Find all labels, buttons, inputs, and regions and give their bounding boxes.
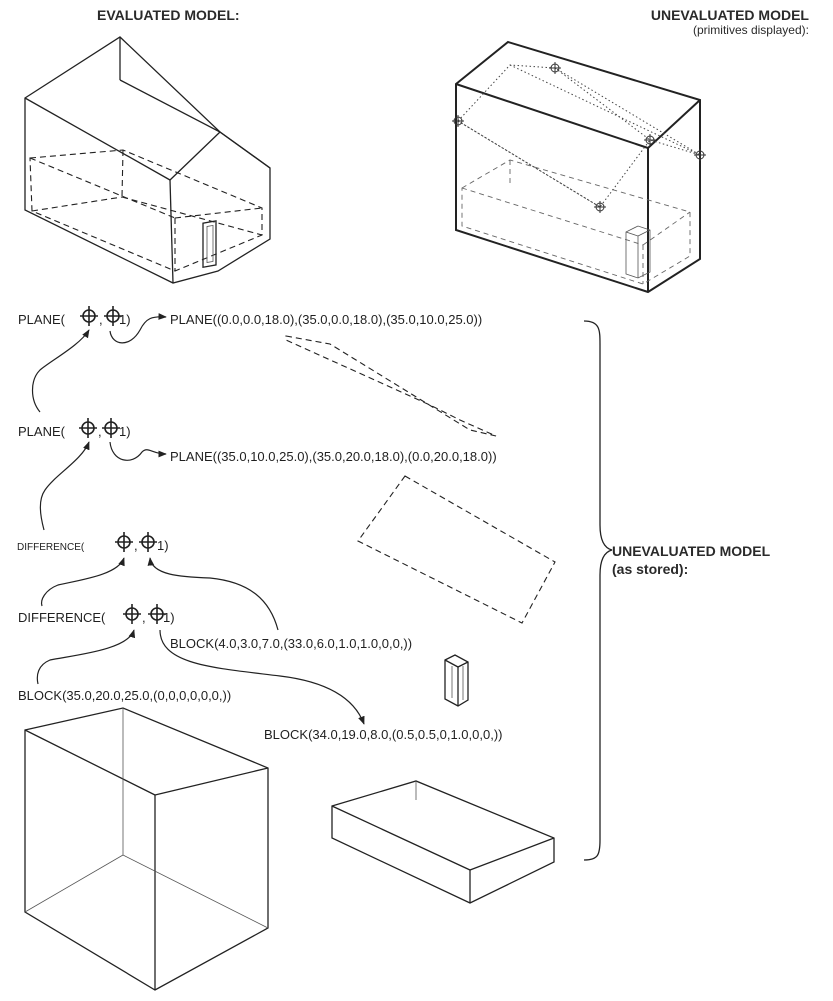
tree-node-difference-2: DIFFERENCE( , 1) bbox=[18, 603, 175, 625]
crosshair-icon bbox=[693, 148, 707, 162]
crosshair-icon bbox=[593, 200, 607, 214]
tree-node-difference-1: DIFFERENCE( , 1) bbox=[17, 531, 169, 553]
evaluated-house-model bbox=[24, 36, 271, 284]
svg-text:1): 1) bbox=[163, 610, 175, 625]
unevaluated-model-subheading: (primitives displayed): bbox=[693, 23, 809, 37]
crosshair-icon bbox=[451, 114, 465, 128]
crosshair-icon bbox=[643, 133, 657, 147]
stored-model-bracket bbox=[583, 320, 613, 861]
crosshair-icon bbox=[548, 61, 562, 75]
stored-model-heading: UNEVALUATED MODEL bbox=[612, 543, 771, 559]
tree-node-plane-2: PLANE( , 1) bbox=[18, 417, 131, 439]
crosshair-icon bbox=[79, 305, 99, 327]
door-block-primitive bbox=[444, 654, 469, 707]
plane-1-definition: PLANE((0.0,0.0,18.0),(35.0,0.0,18.0),(35… bbox=[170, 312, 482, 327]
unevaluated-model-heading: UNEVALUATED MODEL bbox=[651, 7, 810, 23]
svg-text:1): 1) bbox=[119, 424, 131, 439]
unevaluated-primitives-model bbox=[451, 40, 707, 294]
crosshair-icon bbox=[78, 417, 98, 439]
svg-text:PLANE(: PLANE( bbox=[18, 312, 66, 327]
tree-arrows bbox=[31, 313, 365, 725]
svg-text:1): 1) bbox=[157, 538, 169, 553]
stored-model-subheading: (as stored): bbox=[612, 561, 688, 577]
crosshair-icon bbox=[101, 417, 121, 439]
crosshair-icon bbox=[138, 531, 158, 553]
plane-2-definition: PLANE((35.0,10.0,25.0),(35.0,20.0,18.0),… bbox=[170, 449, 497, 464]
svg-text:DIFFERENCE(: DIFFERENCE( bbox=[17, 542, 85, 553]
inner-block-primitive bbox=[331, 780, 555, 904]
crosshair-icon bbox=[122, 603, 142, 625]
block-outer-definition: BLOCK(35.0,20.0,25.0,(0,0,0,0,0,0,)) bbox=[18, 688, 231, 703]
evaluated-model-heading: EVALUATED MODEL: bbox=[97, 7, 240, 23]
plane-2-preview bbox=[357, 475, 556, 624]
outer-block-primitive bbox=[24, 707, 269, 991]
block-inner-definition: BLOCK(34.0,19.0,8.0,(0.5,0.5,0,1.0,0,0,)… bbox=[264, 727, 502, 742]
svg-text:PLANE(: PLANE( bbox=[18, 424, 66, 439]
svg-text:DIFFERENCE(: DIFFERENCE( bbox=[18, 610, 106, 625]
svg-text:,: , bbox=[142, 610, 146, 625]
svg-text:1): 1) bbox=[119, 312, 131, 327]
block-door-definition: BLOCK(4.0,3.0,7.0,(33.0,6.0,1.0,1.0,0,0,… bbox=[170, 636, 412, 651]
svg-text:,: , bbox=[99, 312, 103, 327]
svg-text:,: , bbox=[134, 538, 138, 553]
plane-1-preview bbox=[285, 335, 497, 437]
crosshair-icon bbox=[114, 531, 134, 553]
tree-node-plane-1: PLANE( , 1) bbox=[18, 305, 131, 327]
svg-text:,: , bbox=[98, 424, 102, 439]
